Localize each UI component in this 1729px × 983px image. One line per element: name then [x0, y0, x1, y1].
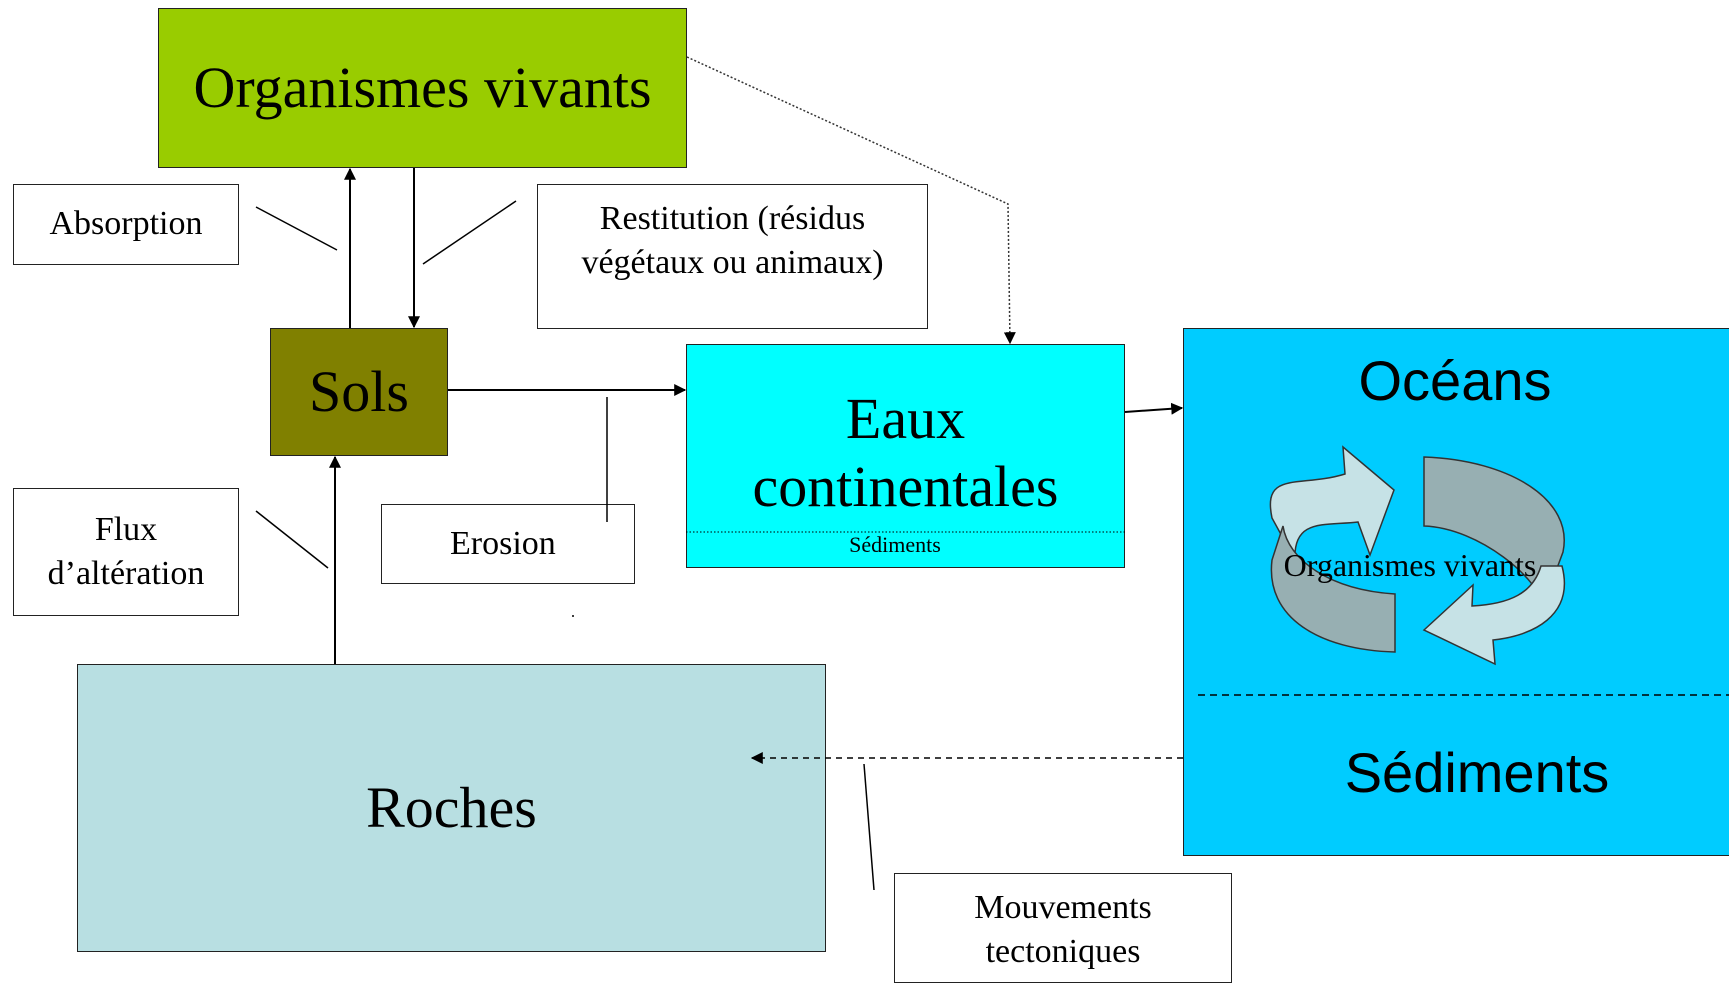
oceans-box [1183, 328, 1729, 856]
sols-label: Sols [309, 358, 409, 424]
cycle-arrows [1269, 445, 1565, 666]
mouvements-label-line2: tectoniques [985, 933, 1141, 971]
mouvements-label-line1: Mouvements [974, 889, 1152, 926]
flux-label-line2: d’altération [47, 555, 205, 592]
leader-absorption [255, 206, 338, 251]
cycle-arrow-top-left [1269, 445, 1395, 561]
stray-dot [572, 615, 574, 617]
oceans-sediments-label: Sédiments [1345, 741, 1610, 804]
cycle-arrow-bottom-right [1422, 565, 1565, 666]
mouvements-tectoniques-label-box: Mouvements tectoniques [894, 873, 1232, 983]
roches-box: Roches [77, 664, 826, 952]
sols-box: Sols [270, 328, 448, 456]
arrow-organismes-eaux [686, 56, 1016, 345]
cycle-arrow-top-right [1423, 456, 1565, 607]
restitution-label-line1: Restitution (résidus [599, 200, 866, 237]
absorption-label: Absorption [49, 205, 203, 243]
eaux-label-line2: continentales [752, 454, 1059, 520]
flux-label-line1: Flux [94, 510, 158, 548]
eaux-label-line1: Eaux [845, 386, 966, 451]
erosion-label: Erosion [450, 524, 556, 562]
cycle-label: Organismes vivants [1284, 547, 1537, 583]
erosion-label-box: Erosion [381, 504, 635, 584]
leader-mouvements [863, 763, 875, 891]
flux-alteration-label-box: Flux d’altération [13, 488, 239, 616]
organismes-vivants-box: Organismes vivants [158, 8, 687, 168]
absorption-label-box: Absorption [13, 184, 239, 265]
cycle-arrow-bottom-left [1270, 525, 1396, 653]
eaux-sediments-label: Sédiments [849, 532, 941, 557]
arrow-eaux-oceans [1124, 402, 1184, 415]
restitution-label-box: Restitution (résidus végétaux ou animaux… [537, 184, 928, 329]
eaux-continentales-box: Eaux continentales [686, 344, 1125, 568]
oceans-label: Océans [1359, 349, 1552, 412]
leader-flux [255, 510, 329, 569]
restitution-label-line2: végétaux ou animaux) [581, 244, 884, 282]
organismes-vivants-label: Organismes vivants [193, 54, 652, 120]
leader-restitution [422, 200, 517, 265]
roches-label: Roches [366, 774, 537, 840]
